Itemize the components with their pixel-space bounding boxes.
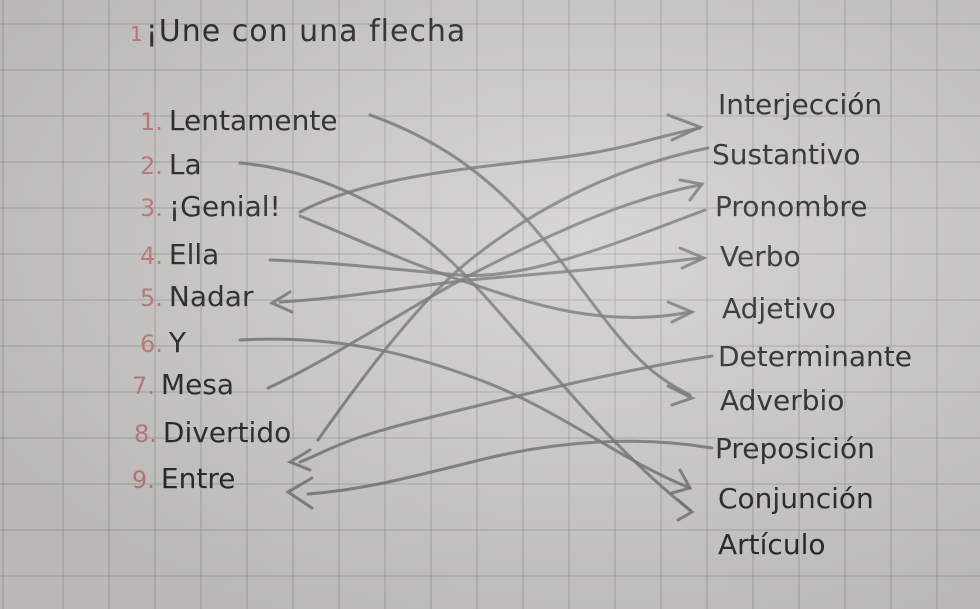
item-number: 4. <box>140 242 163 270</box>
arrowhead-icon <box>286 448 312 472</box>
connection-line <box>368 113 692 397</box>
arrowhead-icon <box>678 178 705 202</box>
right-item: Adjetivo <box>722 292 836 325</box>
connection-line <box>278 256 702 304</box>
item-word: Entre <box>160 462 236 495</box>
item-word: Lentamente <box>168 104 338 137</box>
right-item: Artículo <box>718 528 826 561</box>
item-word: Mesa <box>160 368 235 401</box>
left-item: 2.La <box>140 148 202 181</box>
arrowhead-icon <box>666 300 696 324</box>
item-number: 7. <box>132 372 155 400</box>
left-item: 3.¡Genial! <box>140 190 281 223</box>
item-number: 2. <box>140 152 163 180</box>
left-item: 1.Lentamente <box>140 104 338 137</box>
item-number: 3. <box>140 194 163 222</box>
connection-line <box>238 337 692 490</box>
item-word: Y <box>168 326 187 359</box>
item-number: 6. <box>140 330 163 358</box>
arrowhead-icon <box>676 498 695 522</box>
right-item: Sustantivo <box>712 138 861 171</box>
left-item: 7.Mesa <box>132 368 234 401</box>
right-item: Adverbio <box>720 384 845 417</box>
item-number: 1. <box>140 108 163 136</box>
exercise-title: 1¡Une con una flecha <box>130 14 466 49</box>
connection-line <box>268 208 707 278</box>
arrowhead-icon <box>678 246 708 270</box>
item-number: 9. <box>132 466 155 494</box>
connection-line <box>266 183 702 390</box>
left-item: 8.Divertido <box>134 416 291 449</box>
arrowhead-icon <box>268 290 294 314</box>
right-item: Determinante <box>718 340 912 373</box>
right-item: Conjunción <box>718 482 874 515</box>
arrowhead-icon <box>670 468 693 495</box>
item-word: ¡Genial! <box>168 190 281 223</box>
right-item: Verbo <box>720 240 801 273</box>
arrowhead-icon <box>285 476 314 510</box>
connection-line <box>298 126 702 214</box>
item-number: 8. <box>134 420 157 448</box>
right-item: Pronombre <box>715 190 868 223</box>
item-number: 5. <box>140 284 163 312</box>
item-word: Ella <box>168 238 220 271</box>
right-item: Interjección <box>718 88 883 121</box>
arrowhead-icon <box>666 384 696 407</box>
left-item: 6.Y <box>140 326 186 359</box>
exercise-title-text: ¡Une con una flecha <box>145 14 467 49</box>
item-word: Divertido <box>162 416 292 449</box>
connection-line <box>316 146 710 442</box>
exercise-number: 1 <box>130 22 144 46</box>
left-item: 5.Nadar <box>140 280 253 313</box>
arrowhead-icon <box>666 113 704 142</box>
item-word: La <box>168 148 202 181</box>
connection-line <box>306 439 714 496</box>
item-word: Nadar <box>168 280 254 313</box>
right-item: Preposición <box>715 432 875 465</box>
left-item: 9.Entre <box>132 462 235 495</box>
connection-line <box>298 354 714 464</box>
left-item: 4.Ella <box>140 238 219 271</box>
